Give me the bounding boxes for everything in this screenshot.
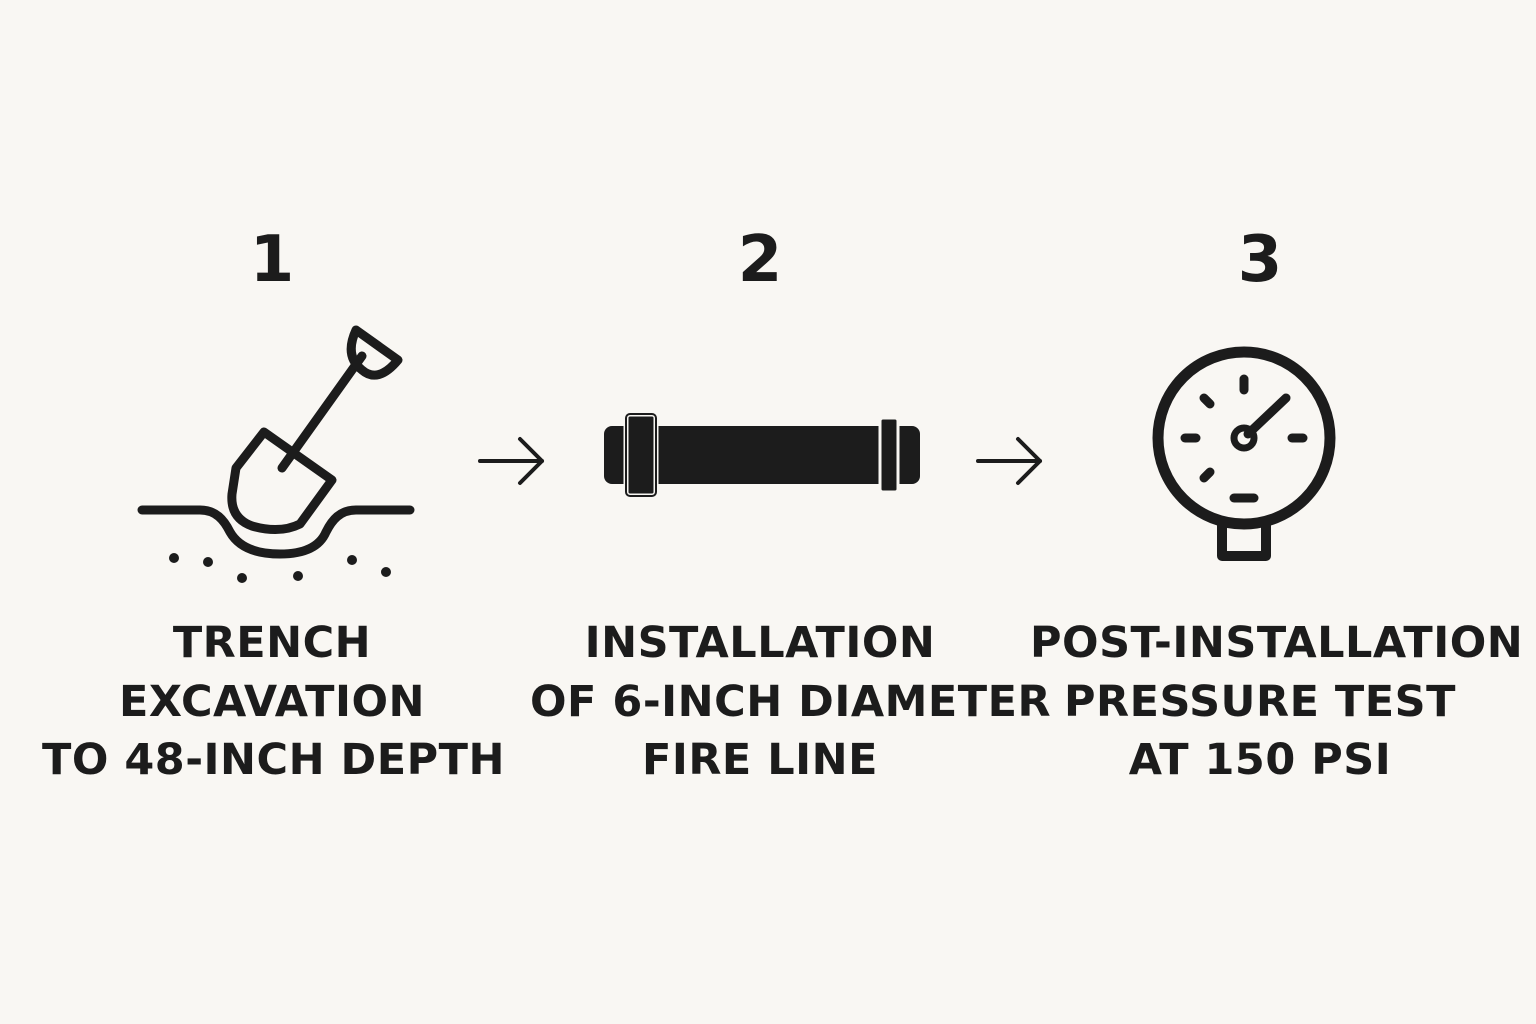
label-line: OF 6-INCH DIAMETER [530, 676, 1052, 727]
step-label: TRENCH EXCAVATION TO 48-INCH DEPTH [42, 614, 505, 790]
step-2: 2 INSTALLATION OF 6-INCH DIAMETER FIRE L… [530, 0, 1052, 1024]
step-number: 2 [737, 223, 783, 297]
arrow-right-icon [478, 437, 544, 485]
label-line: PRESSURE TEST [1064, 676, 1456, 727]
label-line: AT 150 PSI [1128, 735, 1392, 785]
step-number: 3 [1237, 223, 1283, 297]
label-line: INSTALLATION [584, 618, 936, 668]
label-line: FIRE LINE [641, 735, 879, 785]
step-label: POST-INSTALLATION PRESSURE TEST AT 150 P… [1030, 614, 1524, 790]
pressure-gauge-icon [1152, 346, 1336, 561]
label-line: EXCAVATION [118, 676, 426, 727]
label-line: TRENCH [172, 618, 372, 668]
step-label: INSTALLATION OF 6-INCH DIAMETER FIRE LIN… [530, 614, 1052, 790]
step-3: 3 POST-INSTALLATION PRESSURE TEST [1030, 0, 1524, 1024]
label-line: POST-INSTALLATION [1030, 618, 1524, 668]
step-number: 1 [249, 223, 295, 297]
pipe-icon [604, 411, 920, 499]
label-line: TO 48-INCH DEPTH [42, 735, 505, 785]
shovel-in-trench-icon [137, 325, 415, 583]
arrow-right-icon [976, 437, 1042, 485]
step-1: 1 TRENCH EXCAVAT [42, 0, 505, 1024]
